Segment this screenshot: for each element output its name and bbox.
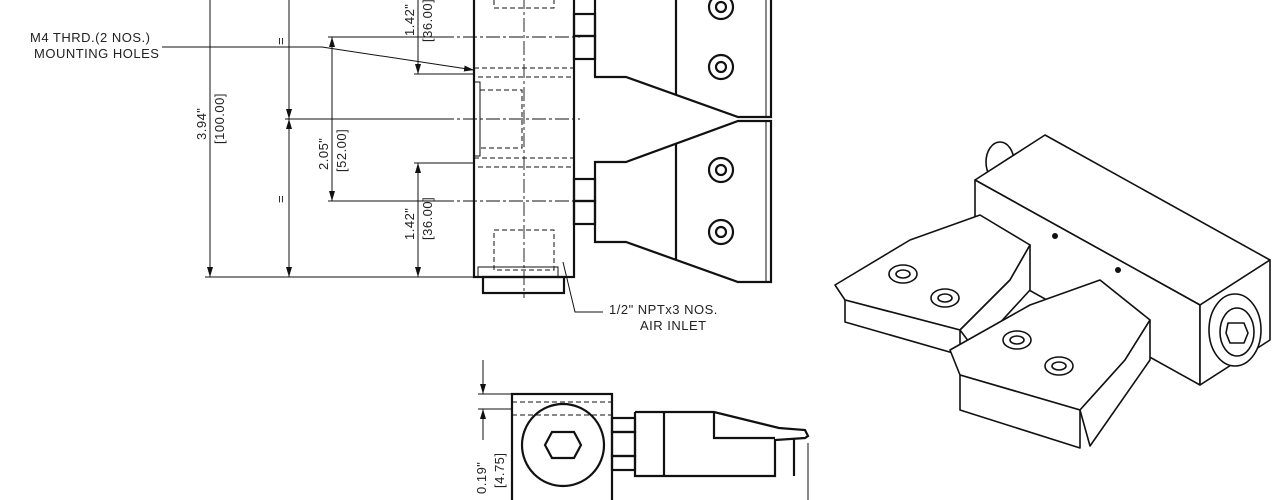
dim-top-offset-in: 1.42" — [402, 4, 417, 36]
equal-mark: = — [273, 195, 288, 203]
isometric-view — [834, 134, 1271, 449]
dim-hole-spacing-mm: [52.00] — [334, 129, 349, 172]
hex-socket-icon — [543, 430, 583, 460]
dim-slot-offset-in: 0.19" — [474, 462, 489, 494]
guide-pin — [572, 12, 597, 38]
guide-pin — [572, 177, 597, 203]
hex-socket-icon — [1225, 322, 1249, 344]
air-inlet-leader — [562, 261, 603, 313]
guide-pin — [572, 34, 597, 61]
cap-screw — [520, 402, 606, 488]
dim-slot-offset-mm: [4.75] — [492, 452, 507, 488]
dim-top-offset-mm: [36.00] — [420, 0, 435, 42]
dim-hole-spacing-in: 2.05" — [316, 138, 331, 170]
dim-overall-height-mm: [100.00] — [212, 93, 227, 144]
upper-jaw — [593, 0, 773, 119]
dim-bottom-offset-mm: [36.00] — [420, 197, 435, 240]
mounting-holes-note: M4 THRD.(2 NOS.) — [30, 30, 150, 45]
dim-bottom-offset-in: 1.42" — [402, 208, 417, 240]
lower-jaw — [593, 119, 773, 284]
mounting-holes-leader — [162, 46, 475, 72]
air-inlet-note: 1/2" NPTx3 NOS. — [609, 302, 718, 317]
jaw-screw-icon — [707, 0, 735, 246]
air-inlet-fitting — [481, 275, 566, 295]
mounting-holes-note: MOUNTING HOLES — [34, 46, 159, 61]
dim-overall-height-in: 3.94" — [194, 108, 209, 140]
guide-pin — [572, 199, 597, 226]
side-view: 0.19" [4.75] — [474, 360, 810, 500]
dimensions: = = 3.94" [100.00] 2.05" [52.00] 1.42" [… — [30, 0, 718, 333]
front-view — [440, 0, 773, 298]
equal-mark: = — [273, 37, 288, 45]
air-inlet-note: AIR INLET — [640, 318, 707, 333]
